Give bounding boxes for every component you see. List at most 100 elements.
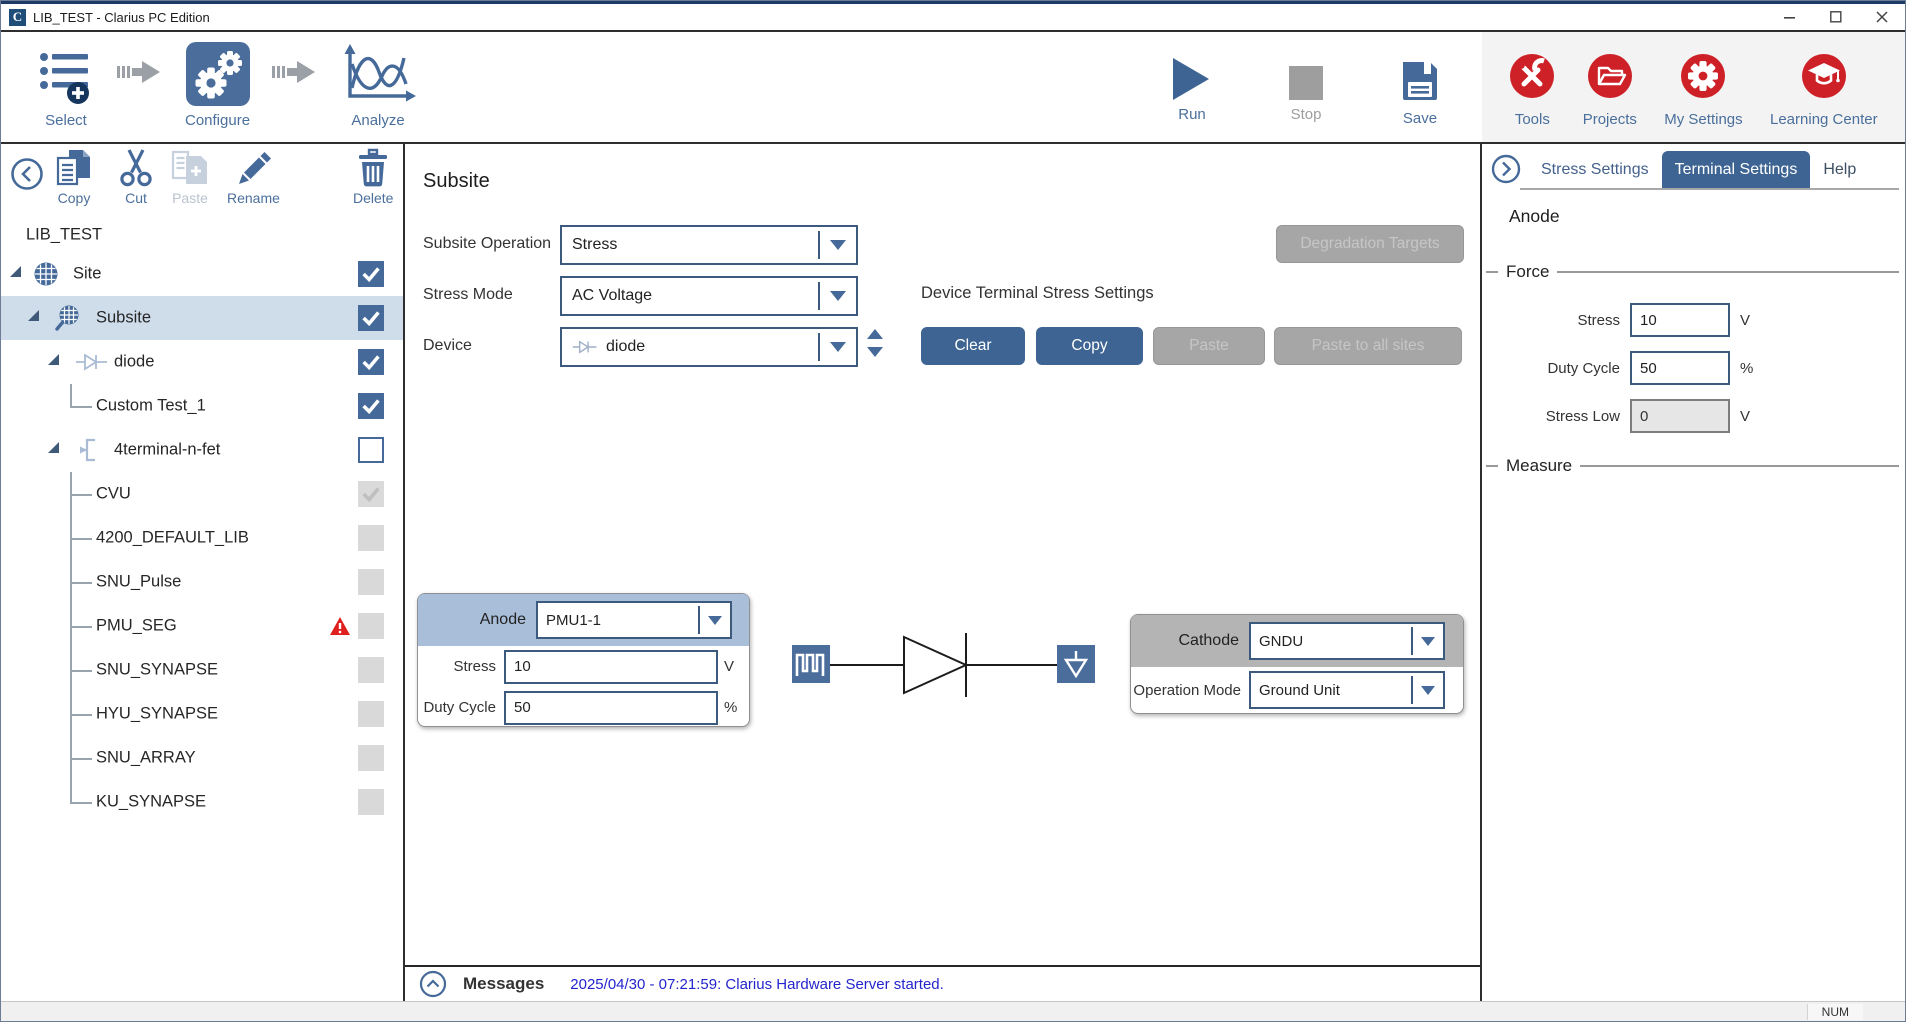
stress-mode-dropdown[interactable]: AC Voltage bbox=[560, 276, 858, 316]
tree-connector bbox=[70, 758, 92, 760]
projects-folder-icon bbox=[1587, 53, 1633, 104]
tree-checkbox[interactable] bbox=[358, 349, 384, 375]
tree-item-label: LIB_TEST bbox=[26, 225, 103, 244]
tree-expander-icon[interactable] bbox=[27, 309, 40, 327]
stress-input[interactable] bbox=[1630, 303, 1730, 337]
tree-item-snu-pulse[interactable]: SNU_Pulse bbox=[1, 560, 403, 604]
tree-checkbox[interactable] bbox=[358, 261, 384, 287]
tree-checkbox[interactable] bbox=[358, 437, 384, 463]
statusbar: NUM bbox=[1, 1001, 1905, 1021]
minimize-button[interactable] bbox=[1767, 4, 1813, 30]
chevron-down-icon bbox=[820, 342, 856, 352]
tree-checkbox bbox=[358, 481, 384, 507]
tab-stress-settings[interactable]: Stress Settings bbox=[1541, 160, 1649, 178]
save-button[interactable]: Save bbox=[1384, 56, 1456, 127]
spin-down-icon[interactable] bbox=[867, 347, 883, 357]
tree-expander-icon[interactable] bbox=[47, 441, 60, 459]
chevron-down-icon bbox=[820, 240, 856, 250]
tools-button[interactable]: Tools bbox=[1509, 53, 1555, 128]
anode-duty-cycle-label: Duty Cycle bbox=[423, 699, 496, 716]
subsite-operation-dropdown[interactable]: Stress bbox=[560, 225, 858, 265]
cathode-channel-dropdown[interactable]: GNDU bbox=[1249, 622, 1445, 660]
maximize-button[interactable] bbox=[1813, 4, 1859, 30]
pulse-source-icon bbox=[792, 645, 830, 688]
tree-checkbox[interactable] bbox=[358, 393, 384, 419]
tree-item-pmu-seg[interactable]: PMU_SEG bbox=[1, 604, 403, 648]
copy-settings-button[interactable]: Copy bbox=[1036, 327, 1143, 365]
tree-item-site[interactable]: Site bbox=[1, 252, 403, 296]
collapse-panel-button[interactable] bbox=[9, 156, 45, 192]
my-settings-label: My Settings bbox=[1664, 110, 1743, 128]
close-button[interactable] bbox=[1859, 4, 1905, 30]
tree-expander-icon[interactable] bbox=[47, 353, 60, 371]
anode-channel-dropdown[interactable]: PMU1-1 bbox=[536, 601, 732, 639]
tree-item-label: 4terminal-n-fet bbox=[114, 440, 221, 459]
rename-tree-button[interactable]: Rename bbox=[227, 148, 280, 206]
paste-label: Paste bbox=[172, 190, 208, 206]
tree-item-4200-default-lib[interactable]: 4200_DEFAULT_LIB bbox=[1, 516, 403, 560]
diode-glyph-icon bbox=[572, 340, 597, 354]
num-lock-indicator: NUM bbox=[1806, 1003, 1863, 1020]
device-label: Device bbox=[423, 337, 472, 354]
tree-checkbox bbox=[358, 657, 384, 683]
close-icon bbox=[1876, 11, 1888, 23]
chevron-left-circle-icon bbox=[11, 158, 43, 190]
tree-item-ku-synapse[interactable]: KU_SYNAPSE bbox=[1, 780, 403, 824]
collapse-messages-button[interactable] bbox=[419, 970, 447, 998]
run-button[interactable]: Run bbox=[1156, 56, 1228, 127]
tree-checkbox[interactable] bbox=[358, 305, 384, 331]
learning-cap-icon bbox=[1801, 53, 1847, 104]
my-settings-button[interactable]: My Settings bbox=[1664, 53, 1743, 128]
chevron-up-circle-icon bbox=[419, 970, 447, 998]
duty-cycle-input[interactable] bbox=[1630, 351, 1730, 385]
tree-item-custom-test-1[interactable]: Custom Test_1 bbox=[1, 384, 403, 428]
stress-mode-value: AC Voltage bbox=[572, 287, 653, 304]
tree-item-diode[interactable]: diode bbox=[1, 340, 403, 384]
anode-duty-cycle-input[interactable] bbox=[504, 690, 718, 725]
chevron-down-icon bbox=[820, 291, 856, 301]
learning-center-button[interactable]: Learning Center bbox=[1770, 53, 1878, 128]
cut-label: Cut bbox=[125, 190, 147, 206]
tree-item-hyu-synapse[interactable]: HYU_SYNAPSE bbox=[1, 692, 403, 736]
tree-item-4terminal-n-fet[interactable]: 4terminal-n-fet bbox=[1, 428, 403, 472]
run-play-icon bbox=[1173, 56, 1211, 100]
cut-tree-button[interactable]: Cut bbox=[117, 148, 155, 206]
tree-item-snu-synapse[interactable]: SNU_SYNAPSE bbox=[1, 648, 403, 692]
save-floppy-icon bbox=[1397, 56, 1443, 104]
trash-icon bbox=[359, 148, 388, 187]
select-button[interactable]: Select bbox=[37, 42, 95, 129]
device-dropdown[interactable]: diode bbox=[560, 327, 858, 367]
analyze-chart-icon bbox=[340, 42, 417, 106]
clear-button[interactable]: Clear bbox=[921, 327, 1025, 365]
tree-item-snu-array[interactable]: SNU_ARRAY bbox=[1, 736, 403, 780]
copy-tree-button[interactable]: Copy bbox=[53, 148, 95, 206]
tree-connector bbox=[70, 384, 72, 406]
projects-label: Projects bbox=[1582, 110, 1637, 128]
spin-up-icon[interactable] bbox=[867, 329, 883, 339]
delete-tree-button[interactable]: Delete bbox=[353, 148, 393, 206]
anode-stress-input[interactable] bbox=[504, 649, 718, 684]
tree-item-label: SNU_Pulse bbox=[96, 572, 182, 591]
run-label: Run bbox=[1178, 106, 1206, 123]
tree-expander-icon[interactable] bbox=[9, 265, 22, 283]
tree-item-cvu[interactable]: CVU bbox=[1, 472, 403, 516]
tree-connector bbox=[70, 780, 72, 802]
dropdown-divider bbox=[1411, 676, 1413, 704]
configure-button[interactable]: Configure bbox=[185, 42, 250, 129]
cathode-title: Cathode bbox=[1178, 632, 1240, 649]
chevron-down-icon bbox=[1413, 636, 1443, 646]
tree-item-lib-test[interactable]: LIB_TEST bbox=[1, 218, 403, 252]
anode-stress-unit: V bbox=[724, 658, 735, 675]
window-title: LIB_TEST - Clarius PC Edition bbox=[33, 9, 210, 25]
anode-card-header: Anode PMU1-1 bbox=[418, 594, 749, 646]
operation-mode-dropdown[interactable]: Ground Unit bbox=[1249, 671, 1445, 709]
collapse-settings-button[interactable] bbox=[1490, 153, 1522, 185]
tab-help[interactable]: Help bbox=[1823, 160, 1857, 178]
projects-button[interactable]: Projects bbox=[1583, 53, 1637, 128]
paste-settings-button: Paste bbox=[1153, 327, 1265, 365]
flow-arrow-icon bbox=[272, 60, 318, 89]
tree-item-subsite[interactable]: Subsite bbox=[1, 296, 403, 340]
app-logo-icon: C bbox=[9, 8, 26, 26]
tab-terminal-settings[interactable]: Terminal Settings bbox=[1661, 151, 1811, 188]
analyze-button[interactable]: Analyze bbox=[340, 42, 417, 129]
